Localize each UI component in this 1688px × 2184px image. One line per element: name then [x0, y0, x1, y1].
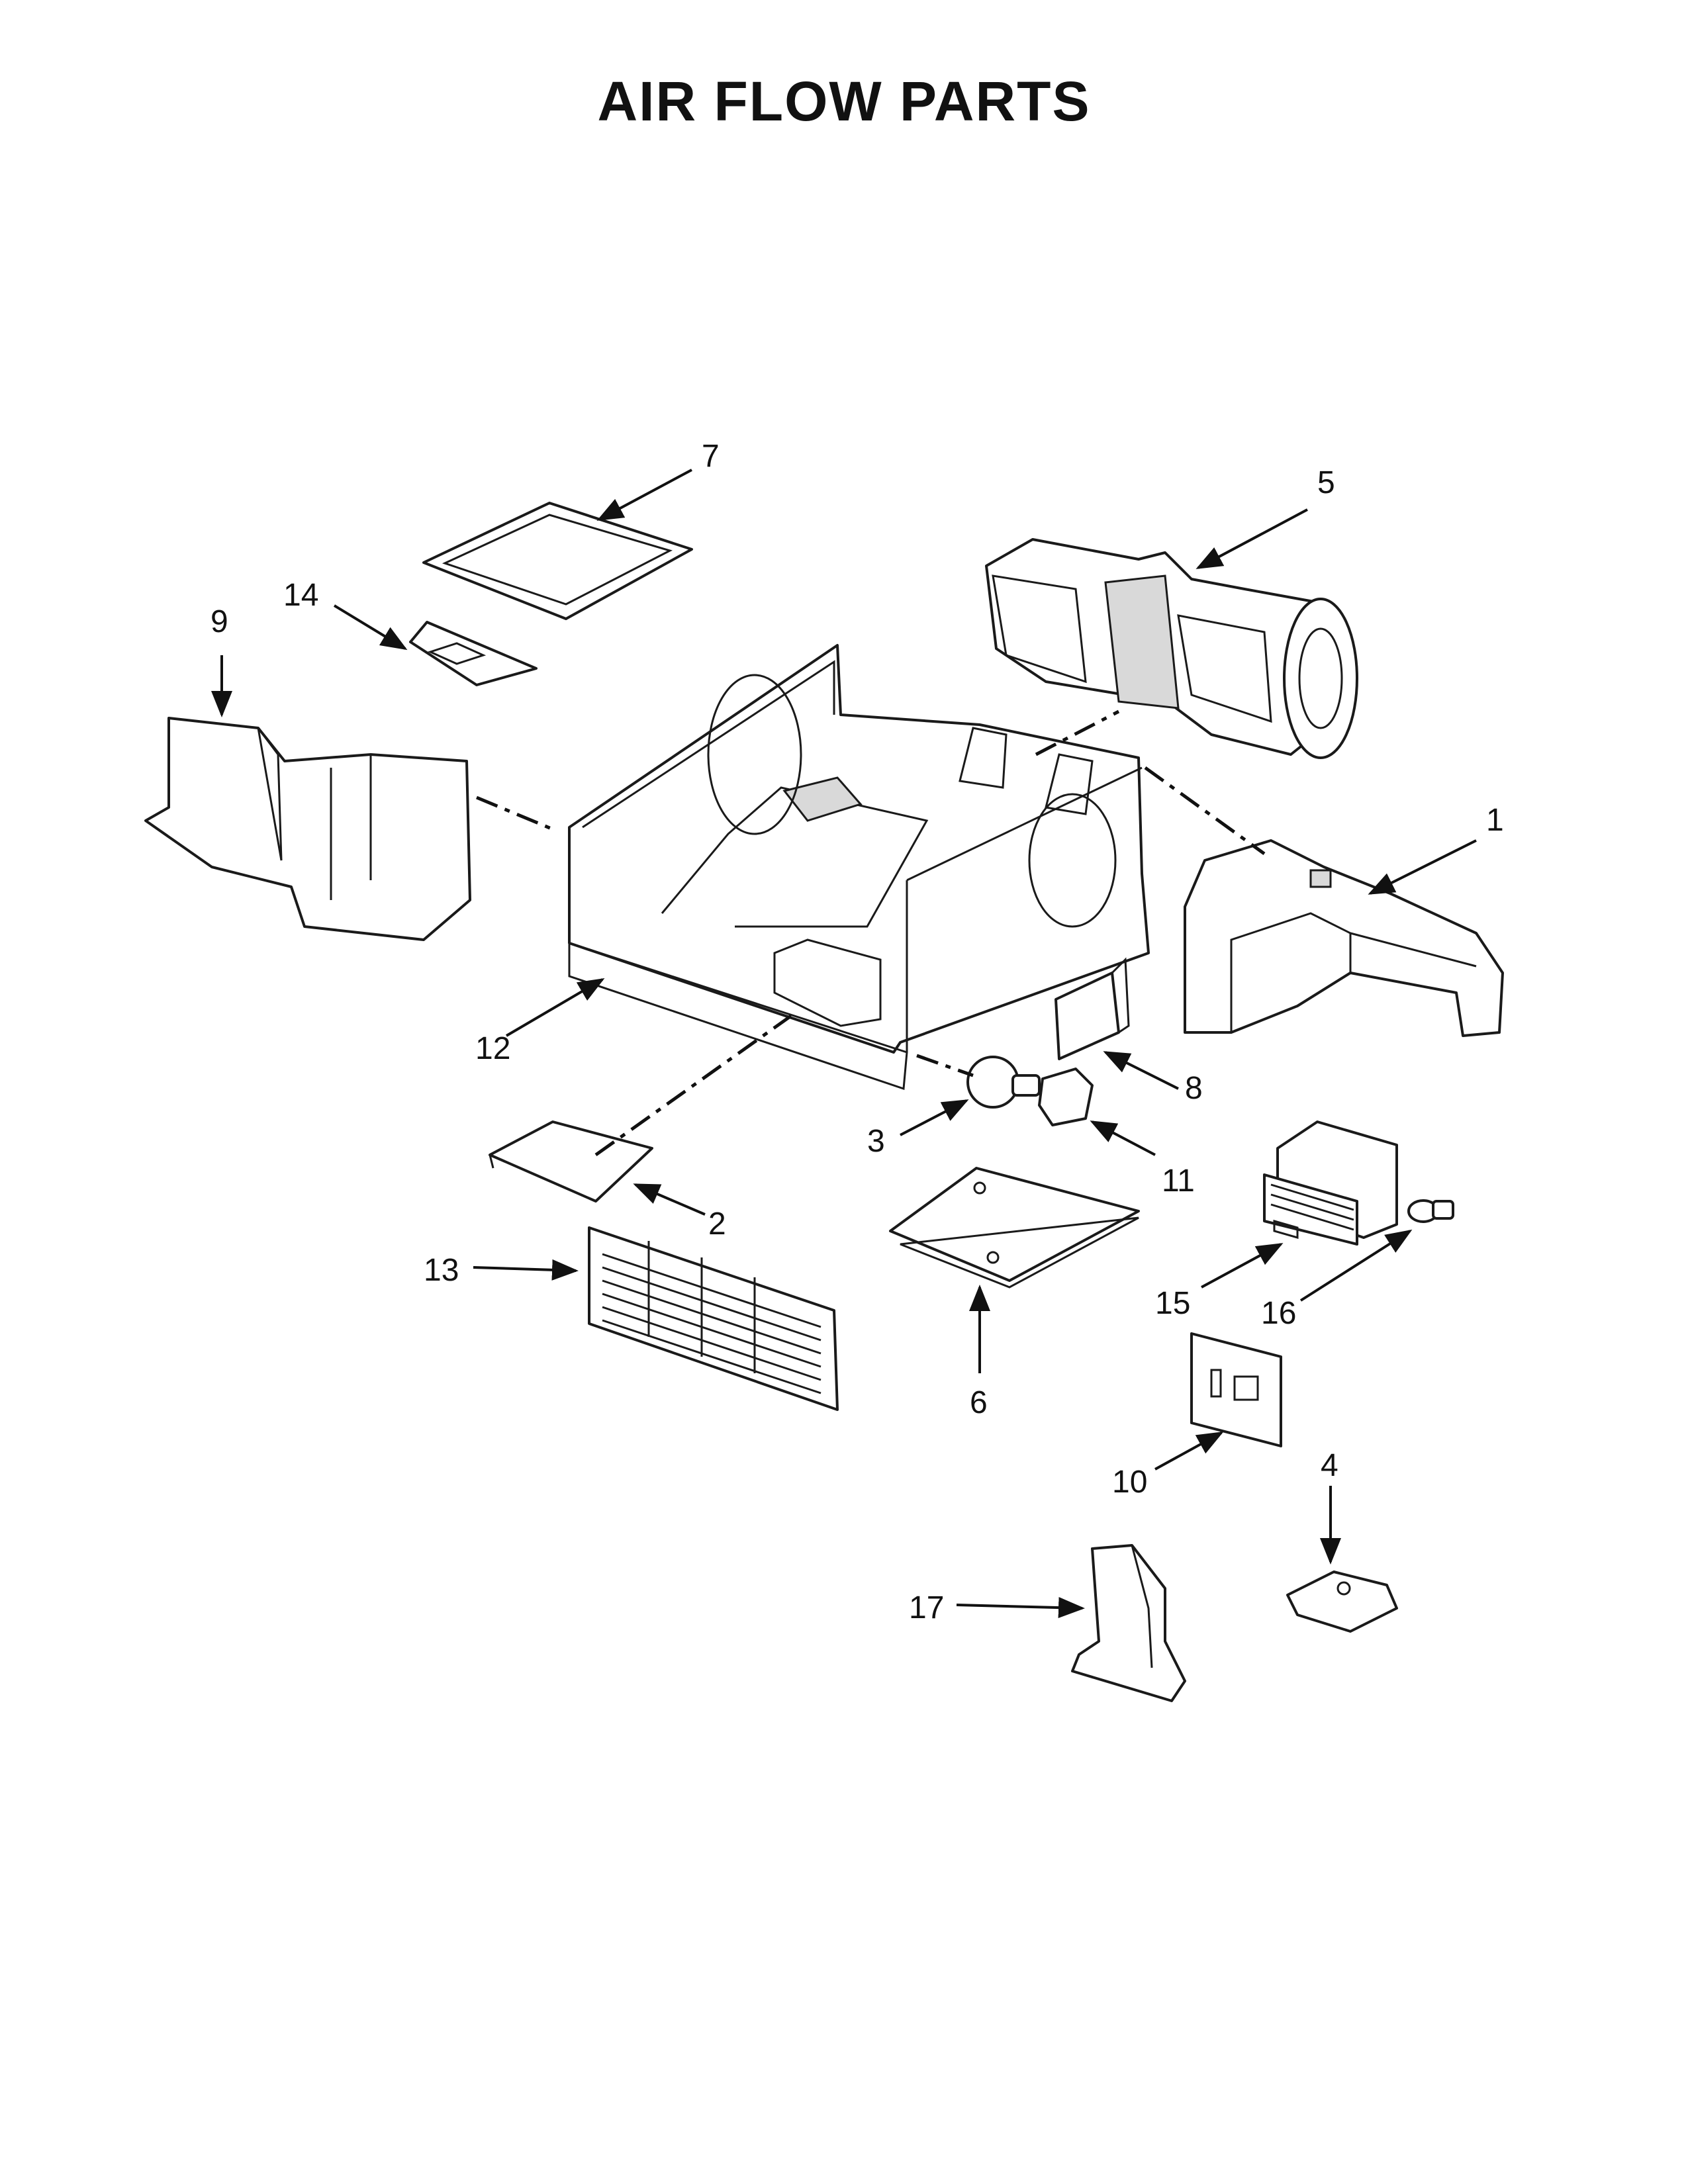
callout-13: 13 [424, 1253, 459, 1288]
part-8-bracket [1055, 957, 1130, 1060]
callout-15: 15 [1155, 1286, 1190, 1321]
callout-11: 11 [1162, 1163, 1195, 1199]
callout-16: 16 [1261, 1296, 1296, 1331]
part-7-filter [422, 502, 693, 620]
callout-3: 3 [867, 1124, 885, 1159]
callout-14: 14 [283, 578, 318, 613]
callout-7: 7 [702, 439, 720, 474]
callout-2: 2 [708, 1206, 726, 1242]
part-6-vent-plate [889, 1167, 1140, 1289]
callout-12: 12 [475, 1031, 510, 1066]
part-5-blower-motor [985, 538, 1358, 759]
part-13-vent-grille [588, 1226, 839, 1411]
part-15-transformer [1263, 1120, 1398, 1246]
part-14-plate [409, 621, 538, 686]
part-3-bulb [966, 1056, 1041, 1109]
part-17-damper [1071, 1544, 1186, 1702]
callout-4: 4 [1321, 1448, 1338, 1483]
part-10-circuit-board [1190, 1332, 1282, 1447]
callout-5: 5 [1317, 465, 1335, 500]
callout-6: 6 [970, 1385, 988, 1420]
page-title: AIR FLOW PARTS [597, 70, 1091, 132]
callout-1: 1 [1486, 803, 1504, 838]
callout-8: 8 [1185, 1071, 1203, 1106]
part-12-base-plate [568, 644, 1150, 1091]
assembly-lines [476, 709, 1266, 1157]
part-11-socket [1038, 1068, 1094, 1126]
part-4-bracket [1286, 1570, 1398, 1633]
part-2-cover-plate [489, 1120, 653, 1203]
callout-9: 9 [211, 604, 228, 639]
callout-labels: 1 2 3 4 5 6 7 8 9 10 11 12 13 14 15 16 1… [211, 439, 1504, 1625]
part-16-thermostat [1407, 1199, 1454, 1223]
callout-17: 17 [909, 1590, 944, 1625]
part-1-duct-cover [1184, 839, 1504, 1037]
callout-10: 10 [1112, 1465, 1147, 1500]
leader-arrows [211, 469, 1477, 1619]
part-9-duct-panel [144, 717, 471, 941]
